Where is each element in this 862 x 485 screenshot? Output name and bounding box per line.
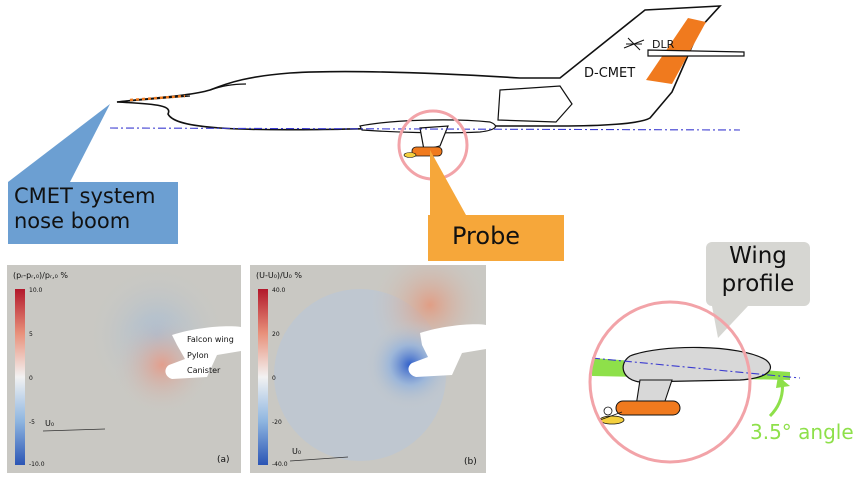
panel-b-tick-3: -20	[272, 419, 282, 426]
wing-profile-detail	[588, 300, 801, 464]
panel-b-wing-shape	[408, 324, 486, 377]
panel-a-label-canister: Canister	[187, 366, 221, 375]
wing-profile-callout-box	[706, 242, 810, 306]
panel-a-tag: (a)	[217, 455, 230, 465]
wing-outline	[359, 119, 497, 134]
wing-profile-line2: profile	[721, 271, 795, 298]
detail-probe-strut	[599, 411, 623, 421]
detail-canister	[615, 400, 681, 416]
probe-tip	[403, 152, 417, 158]
tail-registration: D-CMET	[584, 66, 636, 81]
panel-b-u0-label: U₀	[292, 447, 302, 456]
nose-boom-line1: CMET system	[14, 184, 156, 208]
probe-pointer	[430, 150, 466, 215]
nose-boom-callout: CMET system nose boom	[14, 184, 155, 234]
panel-a-tick-4: -10.0	[29, 461, 45, 468]
panel-b-field	[258, 265, 486, 465]
panel-a-wing-shape	[165, 326, 241, 379]
probe-callout-box	[428, 215, 564, 261]
detail-probe-ring	[603, 406, 613, 416]
panel-b-tick-0: 40.0	[272, 287, 286, 294]
engine-nacelle	[497, 85, 573, 123]
nose-boom	[116, 95, 191, 103]
panel-b-colorbar-title: (U-U₀)/U₀ %	[256, 271, 302, 280]
panel-a-u0-arrow	[42, 428, 106, 432]
wing-profile-callout: Wing profile	[706, 242, 810, 298]
pylon	[419, 125, 449, 151]
panel-b-tick-1: 20	[272, 331, 280, 338]
probe-callout: Probe	[452, 222, 521, 250]
horizontal-stabilizer	[647, 49, 745, 57]
nose-boom-callout-box	[8, 182, 178, 244]
wing-profile-pointer	[712, 306, 748, 338]
nose-boom-pointer	[8, 104, 110, 182]
panel-b-tag: (b)	[464, 457, 477, 467]
panel-a-tick-3: -5	[29, 419, 35, 426]
tail-logo-text: DLR	[652, 38, 675, 51]
canister-probe	[411, 146, 443, 157]
panel-a-field	[15, 265, 241, 465]
nose-boom-line2: nose boom	[14, 209, 131, 234]
angle-label: 3.5° angle	[750, 420, 854, 444]
panel-a-label-wing: Falcon wing	[187, 335, 234, 344]
simulation-panel-b: (U-U₀)/U₀ % 40.0 20 0 -20 -40.0 U₀ (b)	[250, 265, 486, 473]
cockpit-window	[209, 83, 247, 91]
wing-highlight-circle	[588, 300, 752, 464]
aircraft-side-view	[109, 5, 745, 181]
aircraft-centerline	[109, 127, 741, 131]
detail-probe-tip	[599, 415, 625, 425]
wing-profile-line1: Wing	[729, 243, 787, 269]
wing-section	[622, 346, 771, 383]
chord-line	[591, 357, 801, 379]
angle-arrowhead-icon	[776, 376, 790, 388]
panel-b-tick-4: -40.0	[272, 461, 288, 468]
panel-a-colorbar-title: (pᵣ-pᵣ,₀)/pᵣ,₀ %	[13, 271, 68, 280]
simulation-panel-a: (pᵣ-pᵣ,₀)/pᵣ,₀ % 10.0 5 0 -5 -10.0 Falco…	[7, 265, 241, 473]
fuselage-outline	[116, 5, 722, 131]
panel-b-colorbar	[258, 289, 268, 465]
panel-a-tick-1: 5	[29, 331, 33, 338]
dlr-logo-icon	[623, 37, 645, 51]
panel-b-tick-2: 0	[272, 375, 276, 382]
panel-a-u0-label: U₀	[45, 419, 55, 428]
panel-a-tick-0: 10.0	[29, 287, 43, 294]
panel-a-tick-2: 0	[29, 375, 33, 382]
panel-b-u0-arrow	[289, 456, 349, 462]
panel-a-label-pylon: Pylon	[187, 351, 209, 360]
panel-a-colorbar	[15, 289, 25, 465]
